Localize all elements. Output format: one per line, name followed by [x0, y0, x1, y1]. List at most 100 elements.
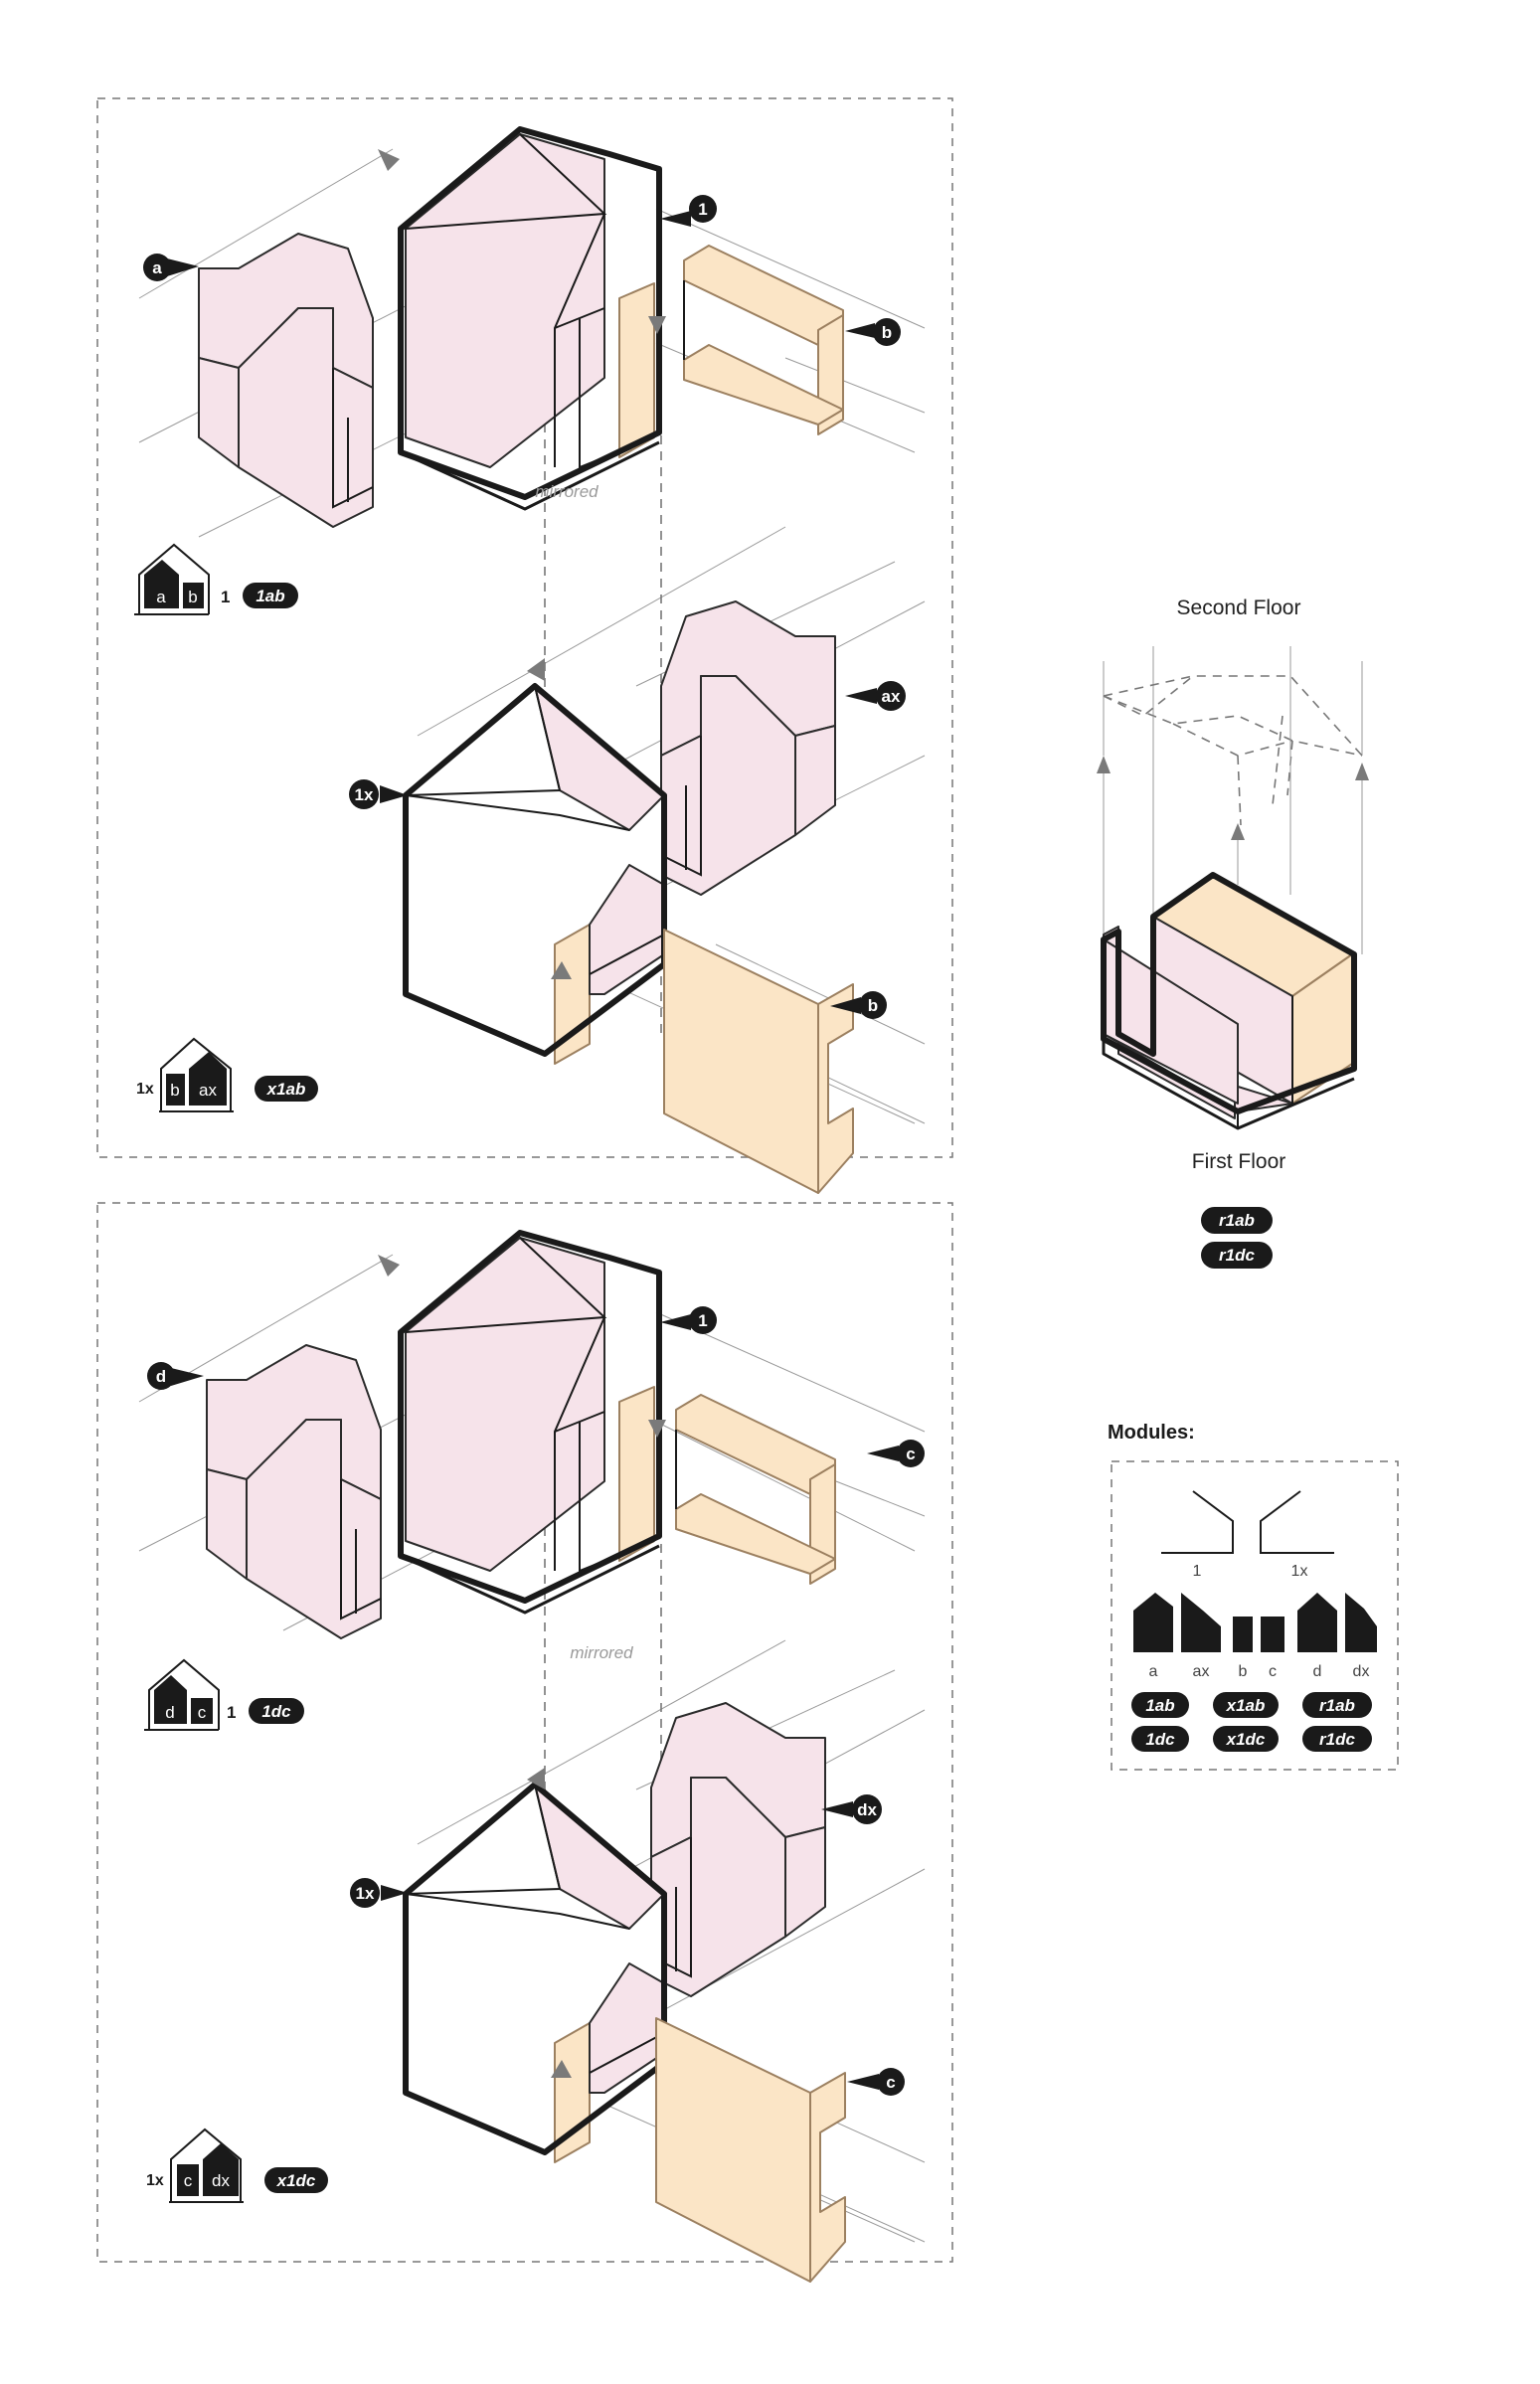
callout-d: d — [147, 1362, 204, 1390]
callout-1x: 1x — [349, 779, 408, 809]
panel-2-frame — [96, 1202, 953, 2263]
module-c-icon — [1261, 1617, 1284, 1652]
svg-text:b: b — [882, 323, 892, 342]
svg-text:c: c — [886, 2073, 895, 2092]
panel-1-frame — [96, 97, 953, 1158]
code-pill — [1131, 1692, 1189, 1718]
svg-text:d: d — [1313, 1663, 1322, 1680]
module-b-channel-lower — [663, 929, 854, 1194]
svg-text:ax: ax — [1193, 1663, 1210, 1680]
svg-text:1x: 1x — [136, 1081, 154, 1098]
roof-1x-icon — [1260, 1490, 1334, 1554]
mirrored-label: mirrored — [570, 1643, 633, 1662]
arrow-icon — [378, 1255, 400, 1277]
arrow-icon — [527, 1768, 545, 1789]
callout-c: c — [867, 1440, 925, 1467]
modules-frame — [1111, 1460, 1399, 1771]
svg-text:dx: dx — [1353, 1663, 1370, 1680]
module-c-channel — [675, 1394, 836, 1585]
legend-1dc: d c 1 1dc — [144, 1658, 304, 1731]
arrow-icon — [648, 1420, 666, 1438]
modules-title: Modules: — [1108, 1422, 1195, 1444]
code-pill — [1213, 1692, 1279, 1718]
code-pill — [243, 583, 298, 608]
code-pill — [255, 1076, 318, 1102]
callout-1: 1 — [660, 195, 717, 227]
legend-x1dc: 1x c dx x1dc — [146, 2128, 328, 2203]
code-pill — [1302, 1726, 1372, 1752]
second-floor-outline — [1103, 646, 1363, 826]
svg-text:ax: ax — [882, 687, 901, 706]
svg-text:c: c — [198, 1703, 207, 1722]
svg-text:1x: 1x — [1291, 1563, 1308, 1580]
svg-text:1x: 1x — [146, 2172, 164, 2189]
svg-text:d: d — [156, 1367, 166, 1386]
svg-text:1ab: 1ab — [1145, 1696, 1174, 1715]
arrow-icon — [378, 149, 400, 171]
svg-text:b: b — [170, 1081, 179, 1100]
svg-text:c: c — [906, 1445, 915, 1463]
module-c-channel-lower — [655, 2017, 846, 2283]
module-b-channel — [683, 245, 844, 435]
code-pill — [1131, 1726, 1189, 1752]
arrow-icon — [527, 658, 545, 681]
arrow-icon — [1097, 756, 1111, 773]
svg-text:b: b — [868, 996, 878, 1015]
first-floor-module — [1101, 872, 1357, 1130]
callout-1x: 1x — [350, 1878, 408, 1908]
arrow-icon — [648, 316, 666, 334]
svg-text:c: c — [184, 2171, 193, 2190]
module-ax-body — [660, 600, 836, 896]
svg-text:x1dc: x1dc — [1226, 1730, 1266, 1749]
panel-1: mirrored a 1 b 1x ax b — [96, 97, 953, 1194]
svg-text:1: 1 — [1193, 1563, 1202, 1580]
modules-legend: Modules: 1 1x a ax b c d dx 1ab x1ab r1a… — [1108, 1422, 1399, 1771]
stack-guides — [1097, 716, 1369, 954]
svg-text:1x: 1x — [356, 1884, 375, 1903]
callout-ax: ax — [845, 681, 906, 711]
callout-1: 1 — [660, 1306, 717, 1334]
svg-text:b: b — [188, 588, 197, 606]
module-dx-body — [650, 1702, 826, 1997]
svg-text:1: 1 — [221, 588, 230, 606]
svg-text:1: 1 — [227, 1703, 236, 1722]
module-b-icon — [1233, 1617, 1253, 1652]
svg-text:ax: ax — [199, 1081, 217, 1100]
arrow-icon — [1355, 763, 1369, 780]
callout-b: b — [845, 318, 901, 346]
callout-a: a — [143, 254, 199, 281]
svg-text:a: a — [152, 258, 162, 277]
svg-text:b: b — [1239, 1663, 1248, 1680]
arrow-icon — [551, 2060, 572, 2078]
module-1-shell — [401, 1233, 659, 1613]
legend-x1ab: 1x b ax x1ab — [136, 1037, 318, 1112]
module-a-icon — [1133, 1593, 1173, 1652]
svg-text:1dc: 1dc — [1145, 1730, 1175, 1749]
module-1x-shell — [406, 1785, 664, 2162]
module-d-body — [206, 1344, 382, 1639]
first-floor-label: First Floor — [1192, 1150, 1286, 1173]
module-d-icon — [1297, 1593, 1337, 1652]
module-a-body — [198, 233, 374, 528]
svg-text:a: a — [1149, 1663, 1158, 1680]
svg-text:r1ab: r1ab — [1219, 1211, 1255, 1230]
svg-text:r1ab: r1ab — [1319, 1696, 1355, 1715]
arrow-icon — [1231, 823, 1245, 840]
code-pill — [1213, 1726, 1279, 1752]
svg-text:r1dc: r1dc — [1319, 1730, 1355, 1749]
module-dx-icon — [1345, 1593, 1377, 1652]
module-ax-icon — [1181, 1593, 1221, 1652]
svg-text:x1ab: x1ab — [1226, 1696, 1266, 1715]
roof-1-icon — [1161, 1490, 1234, 1554]
svg-text:a: a — [156, 588, 166, 606]
svg-text:1dc: 1dc — [261, 1702, 291, 1721]
svg-text:r1dc: r1dc — [1219, 1246, 1255, 1265]
callout-b-lower: b — [830, 991, 887, 1019]
svg-text:d: d — [165, 1703, 174, 1722]
svg-text:1: 1 — [698, 1311, 707, 1330]
module-1-shell — [401, 129, 659, 509]
callout-c-lower: c — [847, 2068, 905, 2096]
code-pill — [1201, 1242, 1273, 1269]
